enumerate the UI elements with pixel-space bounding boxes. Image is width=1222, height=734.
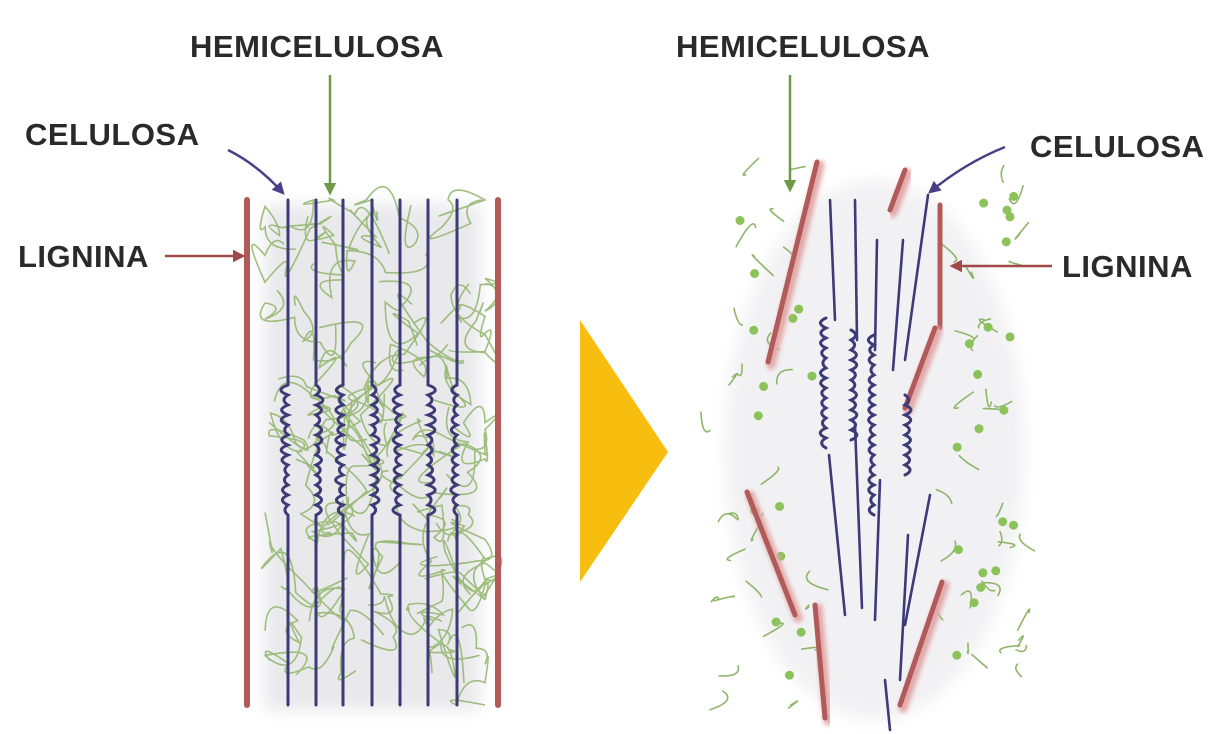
sugar-dot bbox=[978, 568, 987, 577]
right-fragments-shadow bbox=[725, 180, 1025, 720]
sugar-dot bbox=[736, 216, 745, 225]
hemicellulose-fragment bbox=[736, 224, 756, 247]
sugar-dot bbox=[970, 598, 979, 607]
sugar-dot bbox=[788, 314, 797, 323]
hemicellulose-fragment bbox=[1018, 609, 1030, 630]
sugar-dot bbox=[754, 411, 763, 420]
hemicellulose-fragment bbox=[770, 209, 783, 222]
sugar-dot bbox=[984, 323, 993, 332]
sugar-dot bbox=[797, 628, 806, 637]
sugar-dot bbox=[1009, 521, 1018, 530]
sugar-dot bbox=[999, 406, 1008, 415]
left-hemicellulose-label: HEMICELULOSA bbox=[190, 29, 444, 64]
sugar-dot bbox=[785, 671, 794, 680]
right-cellulose-label: CELULOSA bbox=[1030, 129, 1205, 164]
sugar-dot bbox=[976, 583, 985, 592]
hemicellulose-fragment bbox=[972, 655, 987, 668]
sugar-dot bbox=[749, 326, 758, 335]
hemicellulose-fragment bbox=[1001, 166, 1004, 183]
sugar-dot bbox=[973, 370, 982, 379]
hemicellulose-fragment bbox=[1018, 636, 1023, 647]
sugar-dot bbox=[954, 545, 963, 554]
hemicellulose-fragment bbox=[710, 691, 728, 710]
hemicellulose-fragment bbox=[968, 643, 969, 653]
sugar-dot bbox=[775, 502, 784, 511]
sugar-dot bbox=[794, 305, 803, 314]
sugar-dot bbox=[1006, 212, 1015, 221]
sugar-dot bbox=[1002, 237, 1011, 246]
sugar-dot bbox=[979, 199, 988, 208]
hemicellulose-fragment bbox=[1015, 223, 1028, 239]
hemicellulose-fragment bbox=[789, 701, 798, 708]
sugar-dot bbox=[975, 424, 984, 433]
hemicellulose-fragment bbox=[1000, 646, 1020, 653]
sugar-dot bbox=[1009, 192, 1018, 201]
sugar-dot bbox=[772, 618, 781, 627]
sugar-dot bbox=[965, 339, 974, 348]
hemicellulose-fragment bbox=[701, 412, 710, 432]
sugar-dot bbox=[750, 269, 759, 278]
right-cellulose-arrow bbox=[930, 147, 1005, 192]
hemicellulose-fragment bbox=[789, 167, 805, 170]
left-panel: HEMICELULOSA CELULOSA LIGNINA bbox=[18, 29, 502, 710]
right-panel: HEMICELULOSA CELULOSA LIGNINA bbox=[676, 29, 1205, 730]
left-cellulose-arrow bbox=[228, 150, 283, 193]
hemicellulose-fragment bbox=[719, 666, 738, 676]
left-lignin-label: LIGNINA bbox=[18, 239, 149, 274]
sugar-dot bbox=[953, 443, 962, 452]
right-hemicellulose-label: HEMICELULOSA bbox=[676, 29, 930, 64]
sugar-dot bbox=[998, 517, 1007, 526]
hemicellulose-fragment bbox=[1019, 534, 1034, 551]
hemicellulose-fragment bbox=[734, 308, 742, 325]
hemicellulose-fragment bbox=[743, 158, 758, 175]
sugar-dot bbox=[807, 372, 816, 381]
pretreatment-process-arrow bbox=[580, 320, 668, 582]
hemicellulose-fragment bbox=[1016, 664, 1022, 677]
sugar-dot bbox=[1006, 332, 1015, 341]
left-cellulose-label: CELULOSA bbox=[25, 117, 200, 152]
sugar-dot bbox=[991, 566, 1000, 575]
right-lignin-label: LIGNINA bbox=[1062, 249, 1193, 284]
sugar-dot bbox=[759, 382, 768, 391]
sugar-dot bbox=[952, 651, 961, 660]
